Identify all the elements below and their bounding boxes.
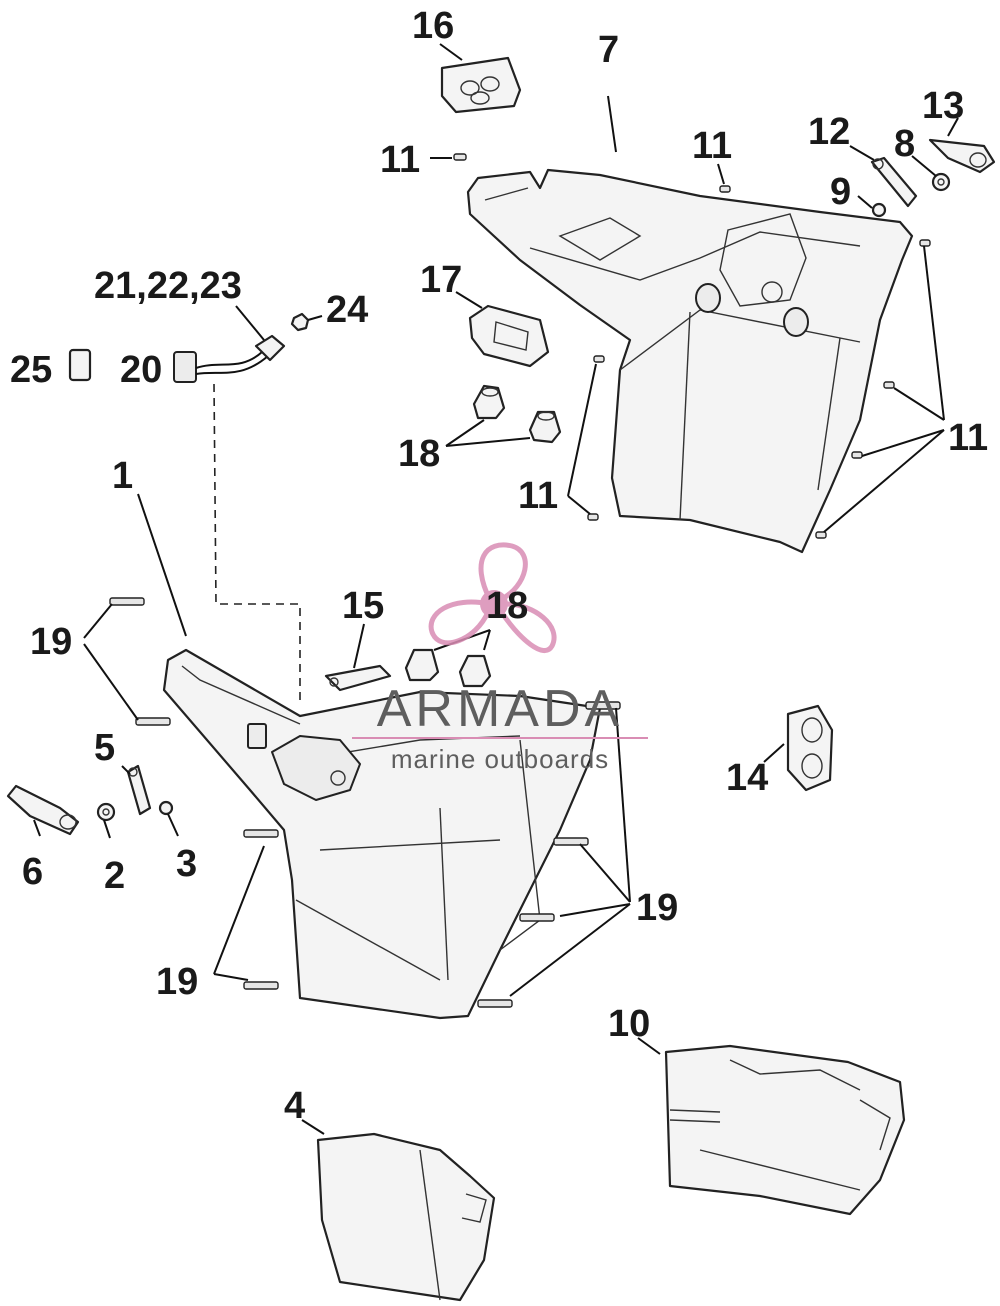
callout-24: 24 <box>326 289 368 331</box>
callout-19-b: 19 <box>636 887 678 929</box>
part-2-washer <box>96 802 116 822</box>
callout-13: 13 <box>922 85 964 127</box>
callout-9: 9 <box>830 171 851 213</box>
part-17-bracket <box>468 304 550 368</box>
watermark-tagline: marine outboards <box>391 744 609 774</box>
callout-11-c: 11 <box>948 417 988 459</box>
part-18-grommet-a <box>472 384 506 420</box>
callout-8: 8 <box>894 123 915 165</box>
callout-7: 7 <box>598 29 619 71</box>
callout-11-d: 11 <box>518 475 558 517</box>
callout-18-b: 18 <box>486 585 528 627</box>
callout-5: 5 <box>94 727 115 769</box>
part-15-link-plate <box>324 664 392 692</box>
part-24-nut <box>290 312 310 332</box>
callout-4: 4 <box>284 1085 305 1127</box>
callout-15: 15 <box>342 585 384 627</box>
callout-16: 16 <box>412 5 454 47</box>
part-25-cap <box>68 348 92 382</box>
part-20-switch-connector <box>173 351 269 383</box>
callout-18-a: 18 <box>398 433 440 475</box>
part-13-latch-handle <box>928 138 996 174</box>
part-5-latch-link <box>126 764 152 816</box>
part-12-latch-link <box>870 156 918 208</box>
part-18-grommet-b <box>528 410 562 444</box>
callout-11-b: 11 <box>692 125 732 167</box>
part-4-lower-front-panel <box>316 1132 496 1302</box>
part-14-seal <box>786 704 834 792</box>
callout-25: 25 <box>10 349 52 391</box>
callout-19-c: 19 <box>156 961 198 1003</box>
part-6-latch-handle <box>6 784 80 836</box>
part-18-grommet-d <box>458 654 492 688</box>
watermark-logo <box>428 542 557 653</box>
harness-routing-line <box>213 383 301 702</box>
callout-1: 1 <box>112 455 133 497</box>
part-10-lower-rear-cover <box>664 1044 906 1216</box>
bolt-19-group <box>109 597 621 1008</box>
part-21-22-23-connector <box>254 334 286 362</box>
leader-lines <box>33 43 959 1135</box>
callout-10: 10 <box>608 1003 650 1045</box>
part-9-pin <box>871 202 887 218</box>
callout-20: 20 <box>120 349 162 391</box>
callout-14: 14 <box>726 757 768 799</box>
part-3-pin <box>158 800 174 816</box>
part-16-vent-grommet <box>440 56 522 114</box>
part-8-washer <box>931 172 951 192</box>
callout-21-22-23: 21,22,23 <box>94 265 242 307</box>
part-1-lower-front-cover <box>162 648 602 1020</box>
callout-6: 6 <box>22 851 43 893</box>
watermark-brand: ARMADA <box>377 680 623 738</box>
callout-17: 17 <box>420 259 462 301</box>
callout-12: 12 <box>808 111 850 153</box>
part-7-upper-rear-cover <box>466 168 914 554</box>
callout-3: 3 <box>176 843 197 885</box>
callout-2: 2 <box>104 855 125 897</box>
callout-11-a: 11 <box>380 139 420 181</box>
callout-19-a: 19 <box>30 621 72 663</box>
callout-labels: 16 7 13 12 8 11 11 9 21,22,23 17 24 25 2… <box>10 5 988 1127</box>
part-18-grommet-c <box>404 648 440 682</box>
